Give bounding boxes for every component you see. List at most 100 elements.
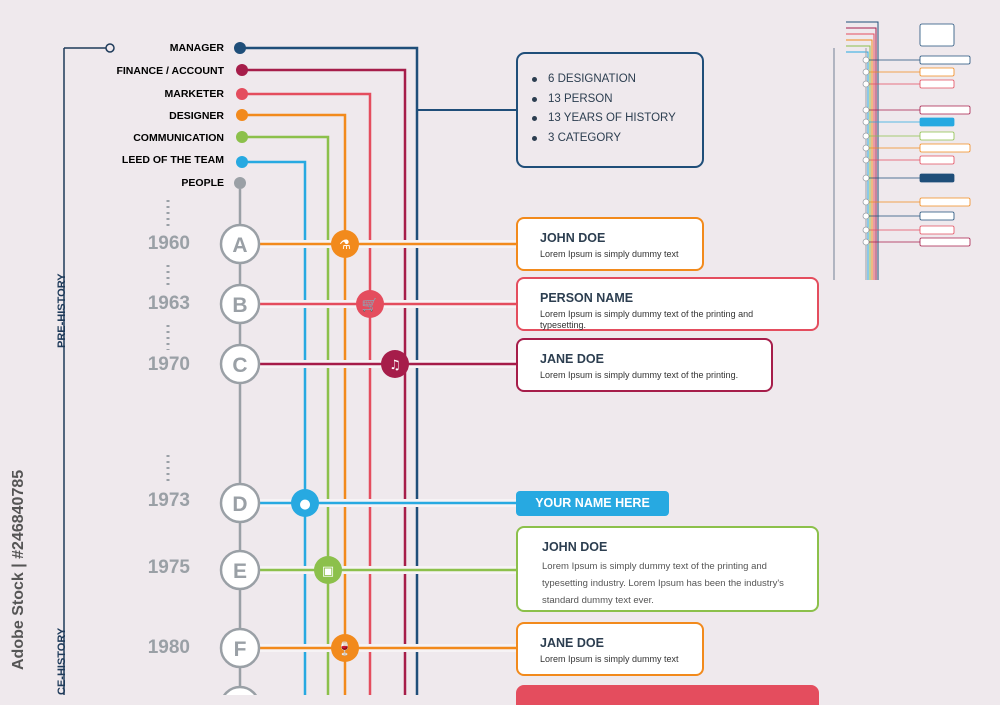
- thumb-card: [919, 117, 955, 127]
- cart-icon: [356, 290, 384, 318]
- category-dot: [236, 88, 248, 100]
- event-letter: F: [234, 638, 247, 661]
- thumb-node: [862, 144, 870, 152]
- category-dot: [234, 177, 246, 189]
- thumb-card: [919, 67, 955, 77]
- event-text: Lorem Ipsum is simply dummy text of the …: [540, 370, 739, 380]
- category-label-designer: DESIGNER: [169, 110, 224, 122]
- thumb-lane: [846, 39, 873, 280]
- thumbnail-preview: [833, 21, 971, 280]
- event-title: JOHN DOE: [542, 540, 608, 554]
- category-label-manager: MANAGER: [169, 42, 224, 54]
- thumb-card: [919, 131, 955, 141]
- thumb-node: [862, 238, 870, 246]
- year-label: 1970: [147, 354, 190, 375]
- thumb-node: [862, 56, 870, 64]
- event-letter: D: [232, 493, 247, 516]
- event-card: JANE DOE Lorem Ipsum is simply dummy tex…: [516, 338, 773, 392]
- event-card: JOHN DOE Lorem Ipsum is simply dummy tex…: [516, 526, 819, 612]
- summary-item: 13 PERSON: [532, 90, 702, 110]
- music-glyph: ♫: [389, 358, 401, 373]
- thumb-card: [919, 225, 955, 235]
- event-letter: E: [233, 560, 247, 583]
- event-letter-circle: [219, 283, 261, 325]
- summary-item: 13 YEARS OF HISTORY: [532, 109, 702, 129]
- category-lane-line: [242, 68, 407, 695]
- category-label-people: PEOPLE: [181, 177, 224, 189]
- year-label: 1980: [147, 637, 190, 658]
- piggy-bank-icon: [291, 489, 319, 517]
- event-text: Lorem Ipsum is simply dummy text: [540, 249, 679, 259]
- year-label: 1960: [147, 233, 190, 254]
- year-label: 1975: [147, 557, 190, 578]
- event-letter: A: [232, 234, 247, 257]
- event-letter: B: [232, 294, 247, 317]
- category-lane-line: [242, 135, 330, 695]
- event-card-partial: [516, 685, 819, 705]
- thumb-node: [862, 156, 870, 164]
- cart-glyph: 🛒: [362, 297, 378, 313]
- music-icon: [381, 350, 409, 378]
- thumb-lane: [846, 21, 879, 280]
- event-title: JANE DOE: [540, 636, 604, 650]
- event-letter-circle: [219, 627, 261, 669]
- category-lane-line: [242, 92, 372, 695]
- event-letter: C: [232, 354, 247, 377]
- event-card: JOHN DOE Lorem Ipsum is simply dummy tex…: [516, 217, 704, 271]
- thumb-node: [862, 132, 870, 140]
- category-label-finance: FINANCE / ACCOUNT: [116, 65, 224, 77]
- thumb-card: [919, 173, 955, 183]
- thumb-node: [862, 198, 870, 206]
- section-label-pre-history: PRE-HISTORY: [56, 273, 68, 348]
- section-bracket-node: [105, 43, 115, 53]
- event-letter-circle: [223, 685, 257, 695]
- thumb-node: [862, 118, 870, 126]
- thumb-card: [919, 155, 955, 165]
- event-letter-circle: [219, 549, 261, 591]
- thumb-card: [919, 143, 971, 153]
- category-dot: [236, 131, 248, 143]
- event-title: JOHN DOE: [540, 231, 606, 245]
- year-label: 1963: [147, 293, 190, 314]
- thumb-node: [862, 106, 870, 114]
- thumb-node: [862, 80, 870, 88]
- summary-item: 6 DESIGNATION: [532, 70, 702, 90]
- event-card: JANE DOE Lorem Ipsum is simply dummy tex…: [516, 622, 704, 676]
- thumb-card: [919, 237, 971, 247]
- thumb-card: [919, 105, 971, 115]
- event-text: Lorem Ipsum is simply dummy text of the …: [542, 561, 784, 606]
- summary-item: 3 CATEGORY: [532, 129, 702, 149]
- flask-glyph: ⚗: [339, 238, 351, 253]
- thumb-card: [919, 197, 971, 207]
- thumb-node: [862, 212, 870, 220]
- wine-glyph: 🍷: [337, 641, 353, 657]
- category-dot: [236, 109, 248, 121]
- toolbox-icon: [314, 556, 342, 584]
- event-title: JANE DOE: [540, 352, 604, 366]
- category-lane-line: [242, 113, 347, 695]
- category-label-lead: LEED OF THE TEAM: [121, 154, 224, 166]
- category-label-marketer: MARKETER: [164, 88, 225, 100]
- section-label-ce-history: CE-HISTORY: [56, 627, 68, 695]
- category-lane-line: [242, 160, 307, 695]
- event-name-tag: YOUR NAME HERE: [516, 491, 669, 516]
- thumb-lane: [846, 33, 875, 280]
- thumb-node: [862, 226, 870, 234]
- category-dot: [234, 42, 246, 54]
- event-letter-circle: [219, 343, 261, 385]
- thumb-card: [919, 55, 971, 65]
- thumb-node: [862, 174, 870, 182]
- wine-glass-icon: [331, 634, 359, 662]
- event-card: PERSON NAME Lorem Ipsum is simply dummy …: [516, 277, 819, 331]
- thumb-card: [919, 211, 955, 221]
- summary-box: 6 DESIGNATION 13 PERSON 13 YEARS OF HIST…: [516, 52, 704, 168]
- category-dot: [236, 64, 248, 76]
- thumb-node: [862, 68, 870, 76]
- event-letter-circle: [219, 223, 261, 265]
- thumb-summary: [919, 23, 955, 47]
- event-text: Lorem Ipsum is simply dummy text: [540, 654, 679, 664]
- category-dot: [236, 156, 248, 168]
- category-lane-line: [240, 46, 419, 695]
- thumb-lane: [846, 27, 877, 280]
